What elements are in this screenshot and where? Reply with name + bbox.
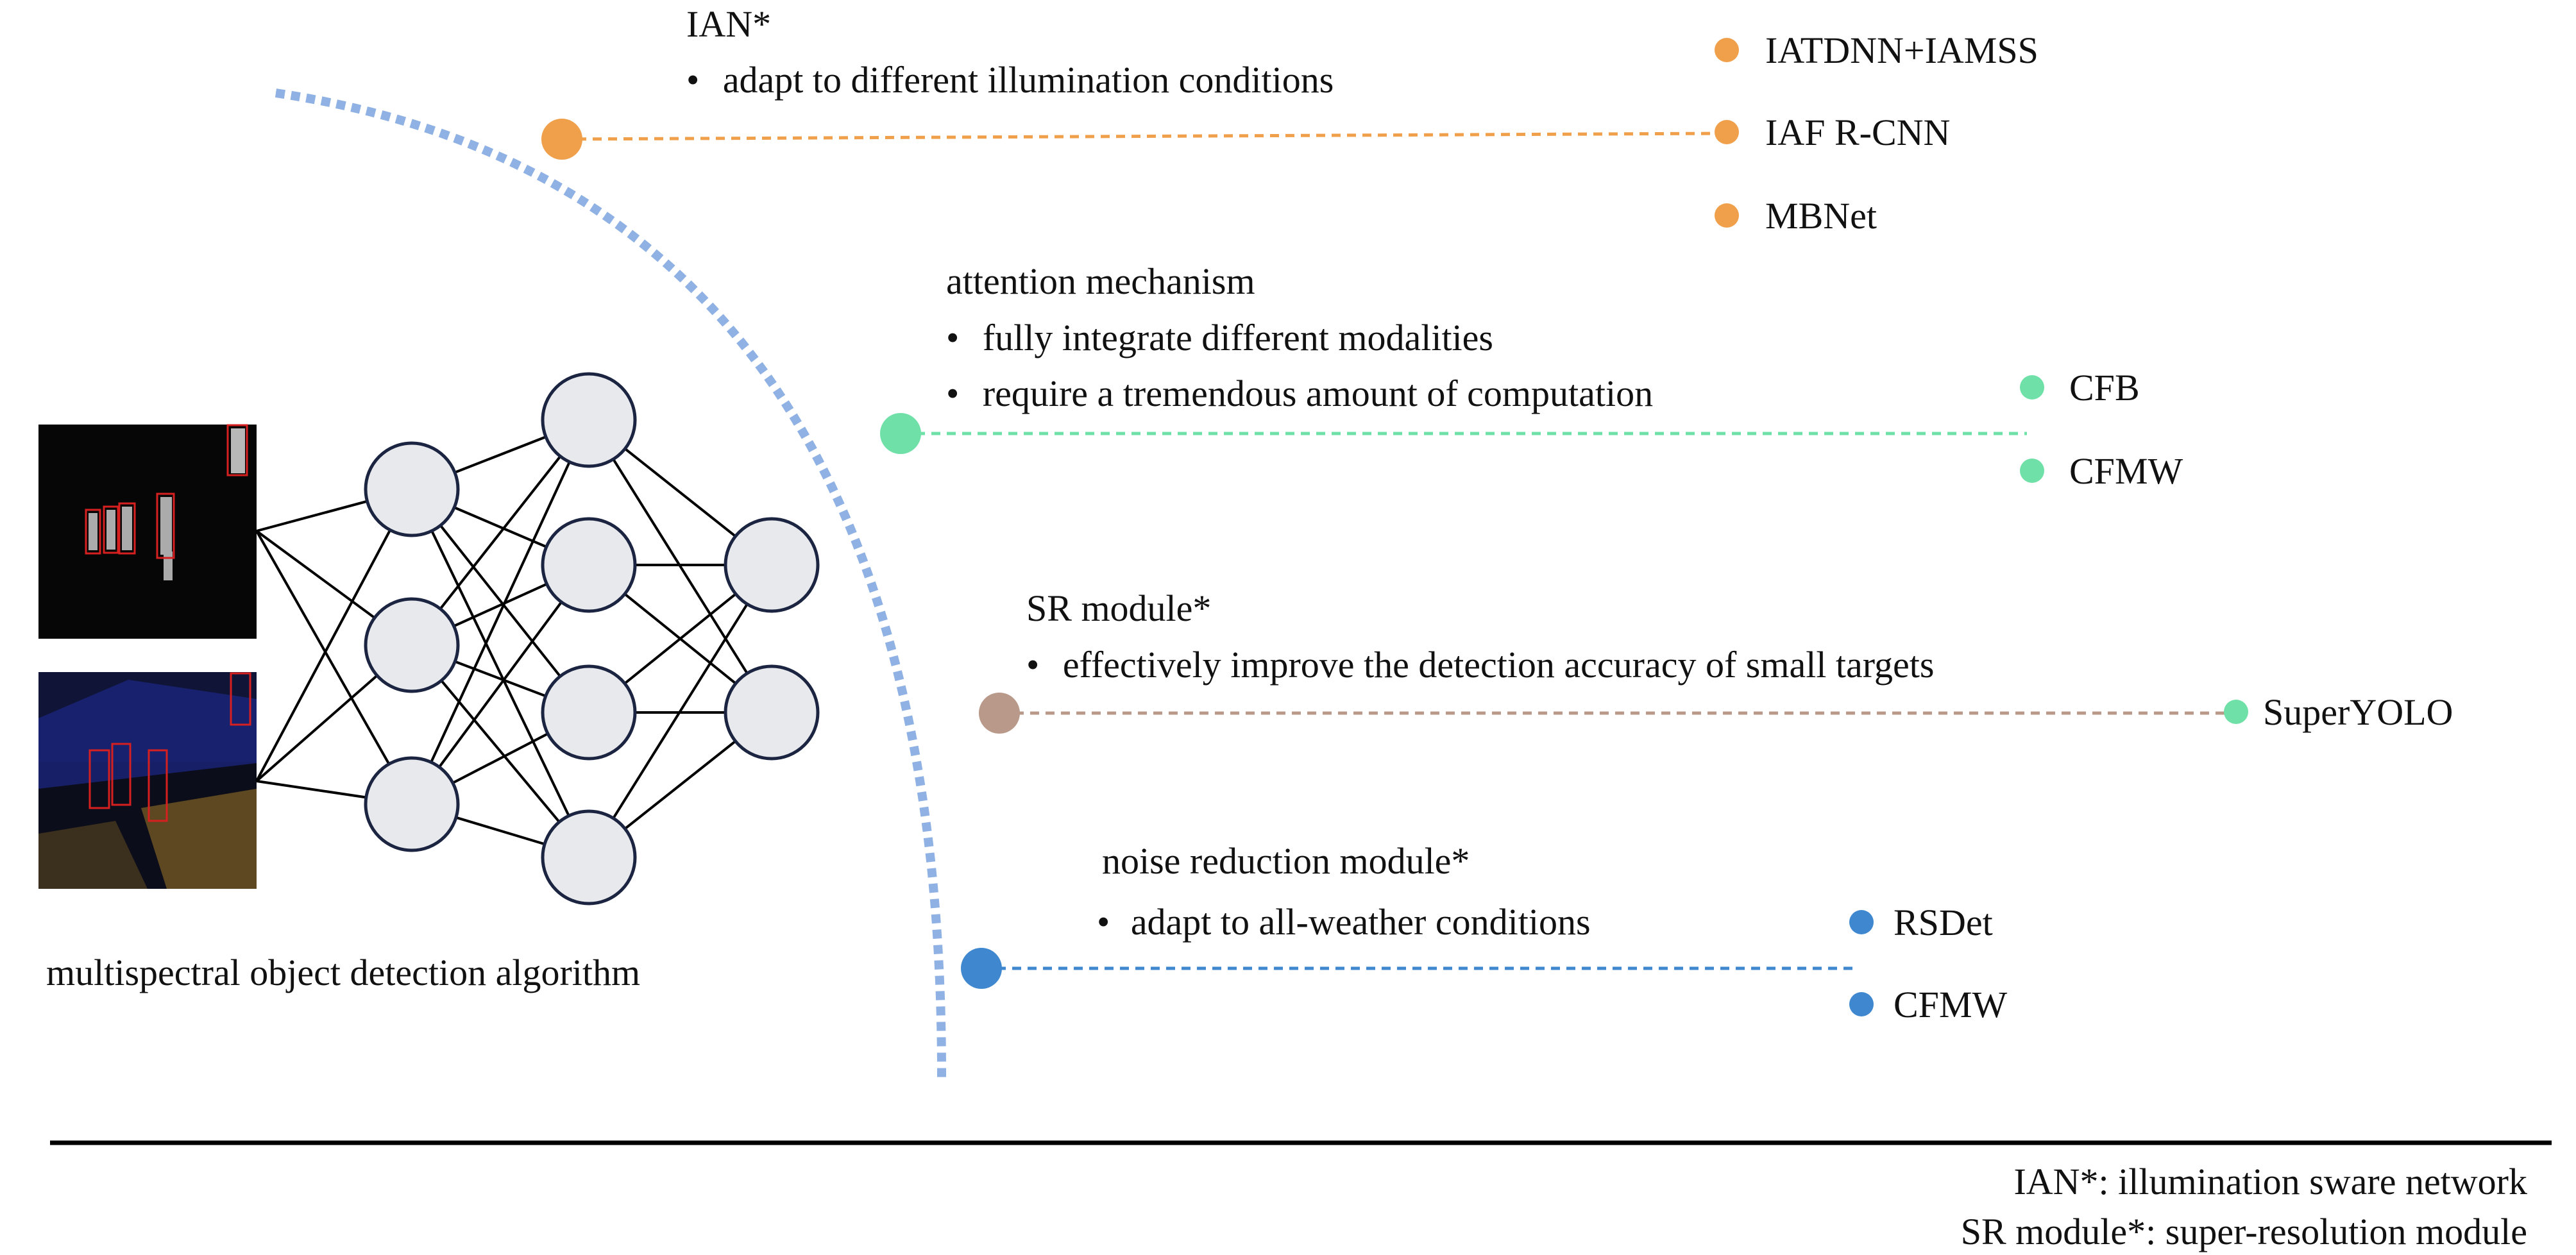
nn-edge — [411, 564, 590, 805]
nn-node — [364, 597, 460, 693]
nn-node — [541, 664, 637, 761]
method-dot — [2020, 375, 2044, 400]
category-arc — [275, 88, 947, 1078]
sr-title: SR module* — [1026, 587, 1211, 629]
sr-node — [979, 693, 1020, 734]
infrared-image — [38, 424, 257, 639]
nn-edge — [255, 530, 413, 805]
method-item: IAF R-CNN — [1715, 112, 1950, 153]
attention-methods: CFB CFMW — [2020, 367, 2183, 492]
method-item: CFMW — [2020, 450, 2183, 492]
method-item: SuperYOLO — [2224, 691, 2453, 733]
attention-node — [880, 413, 921, 454]
method-label: CFMW — [2069, 450, 2183, 492]
method-item: IATDNN+IAMSS — [1715, 29, 2038, 71]
attention-bullet-2: • require a tremendous amount of computa… — [946, 373, 1653, 414]
sr-bullet-1: • effectively improve the detection accu… — [1026, 644, 1934, 686]
branch-sr-text: SR module* • effectively improve the det… — [1026, 587, 1934, 686]
method-label: IATDNN+IAMSS — [1765, 29, 2038, 71]
method-dot — [1849, 910, 1874, 934]
diagram-caption: multispectral object detection algorithm — [46, 952, 640, 993]
ian-node — [541, 119, 582, 160]
branch-ian-text: IAN* • adapt to different illumination c… — [686, 3, 1334, 101]
branch-connectors — [561, 131, 2239, 970]
branch-attention-text: attention mechanism • fully integrate di… — [946, 260, 1653, 414]
method-label: CFB — [2069, 367, 2140, 409]
nn-edge — [588, 564, 773, 859]
branch-noise-text: noise reduction module* • adapt to all-w… — [1097, 840, 1591, 943]
noise-bullet-1: • adapt to all-weather conditions — [1097, 901, 1591, 943]
input-images — [38, 424, 257, 889]
nn-edge — [255, 489, 413, 782]
nn-node — [364, 756, 460, 852]
ian-bullet-1: • adapt to different illumination condit… — [686, 59, 1334, 101]
nn-node — [724, 517, 820, 613]
ian-connector — [561, 131, 1726, 141]
nn-node — [364, 441, 460, 537]
sr-methods: SuperYOLO — [2224, 691, 2453, 733]
nn-node — [541, 517, 637, 613]
legend-sr: SR module*: super-resolution module — [1961, 1211, 2527, 1252]
nn-node — [541, 372, 637, 468]
noise-methods: RSDet CFMW — [1849, 902, 2008, 1025]
neural-network-edges — [255, 419, 773, 859]
method-dot — [1849, 992, 1874, 1016]
neural-network-nodes — [364, 372, 820, 905]
method-label: IAF R-CNN — [1765, 112, 1950, 153]
method-item: MBNet — [1715, 195, 1877, 237]
method-item: CFB — [2020, 367, 2140, 409]
attention-title: attention mechanism — [946, 260, 1255, 302]
method-dot — [1715, 203, 1739, 228]
visible-image — [38, 672, 257, 889]
method-dot — [2020, 459, 2044, 483]
legend-ian: IAN*: illumination sware network — [2013, 1161, 2527, 1202]
method-item: RSDet — [1849, 902, 1993, 943]
attention-bullet-1: • fully integrate different modalities — [946, 317, 1493, 358]
ian-title: IAN* — [686, 3, 771, 45]
nn-node — [724, 664, 820, 761]
method-label: CFMW — [1894, 984, 2008, 1025]
nn-node — [541, 809, 637, 905]
method-label: SuperYOLO — [2263, 691, 2453, 733]
nn-edge — [411, 489, 590, 858]
noise-title: noise reduction module* — [1102, 840, 1470, 882]
nn-edge — [411, 419, 590, 805]
ian-methods: IATDNN+IAMSS IAF R-CNN MBNet — [1715, 29, 2038, 237]
method-dot — [1715, 38, 1739, 62]
noise-node — [961, 948, 1002, 989]
method-dot — [1715, 120, 1739, 144]
branch-nodes — [541, 119, 1020, 989]
method-item: CFMW — [1849, 984, 2008, 1025]
method-dot — [2224, 700, 2248, 724]
method-label: RSDet — [1894, 902, 1993, 943]
method-label: MBNet — [1765, 195, 1877, 237]
